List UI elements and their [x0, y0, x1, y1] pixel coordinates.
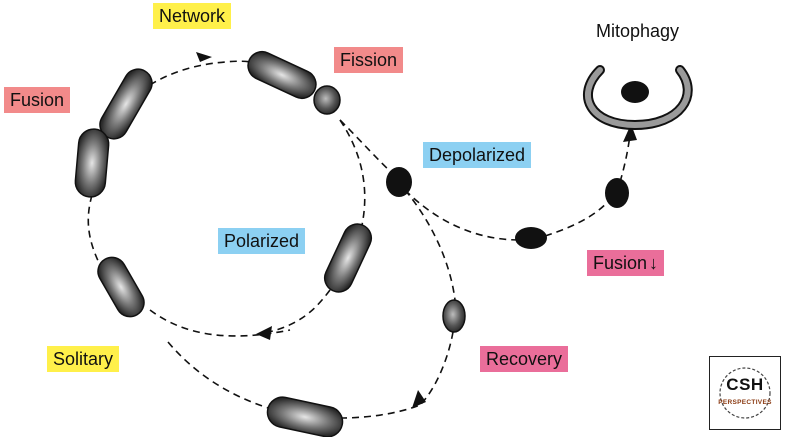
mitochondrion-icon — [74, 128, 110, 198]
solitary-label: Solitary — [47, 346, 120, 372]
autophagosome-icon — [585, 67, 691, 129]
depolarized-mitochondrion-icon — [386, 167, 412, 197]
bottom-left-arc — [149, 309, 291, 337]
depolarized-mitochondria — [386, 167, 629, 249]
mitochondrion-icon — [99, 68, 153, 140]
mitochondrion-icon — [313, 85, 341, 115]
mitophagy-label: Mitophagy — [596, 21, 680, 41]
left-arc — [87, 194, 101, 266]
logo-main-text: CSH — [726, 375, 764, 394]
mitochondrion-icon — [442, 299, 466, 333]
fission-label: Fission — [334, 47, 404, 73]
logo-sub-text: PERSPECTIVES — [718, 399, 772, 406]
depolarized-label: Depolarized — [423, 142, 532, 168]
arrow-head-icon — [196, 52, 212, 62]
mitochondrion-icon — [97, 256, 145, 318]
recovery-path — [419, 331, 454, 406]
polarized-label: Polarized — [218, 228, 306, 254]
fusion-label: Fusion — [4, 87, 71, 113]
autophagosome-icon — [583, 65, 693, 131]
depolarized-mitochondrion-icon — [621, 81, 649, 103]
solitary-to-bottom — [167, 341, 276, 411]
fusion-decrease-text: Fusion — [593, 253, 648, 273]
depolarized-mitochondrion-icon — [515, 227, 547, 249]
depolarized-to-recovery — [404, 189, 456, 301]
fusion-down-to-mitophagy — [544, 191, 616, 237]
fusion-decrease-label: Fusion↓ — [587, 250, 665, 276]
recovery-label: Recovery — [480, 346, 569, 372]
arrow-head-icon — [196, 52, 637, 408]
csh-perspectives-logo: CSH PERSPECTIVES — [709, 356, 781, 430]
arrow-head-icon — [412, 390, 426, 408]
dna-helix-icon — [719, 367, 771, 419]
depolarized-to-fusion-down — [404, 189, 521, 241]
arrow-head-icon — [256, 326, 272, 340]
down-arrow-icon: ↓ — [649, 253, 659, 273]
network-label: Network — [153, 3, 232, 29]
mitochondrion-icon — [323, 223, 373, 293]
fission-to-depolarized — [339, 119, 396, 177]
mitochondria — [74, 50, 373, 437]
polarized-arc — [264, 289, 331, 334]
network-arc — [99, 60, 271, 151]
toward-mitophagy — [619, 134, 631, 183]
depolarized-mitochondrion-icon — [605, 178, 629, 208]
arrow-head-icon — [623, 124, 637, 142]
mitochondrion-icon — [266, 396, 344, 437]
right-upper-arc — [339, 119, 366, 226]
mitochondrion-icon — [247, 50, 317, 100]
bottom-to-recovery — [339, 404, 421, 419]
